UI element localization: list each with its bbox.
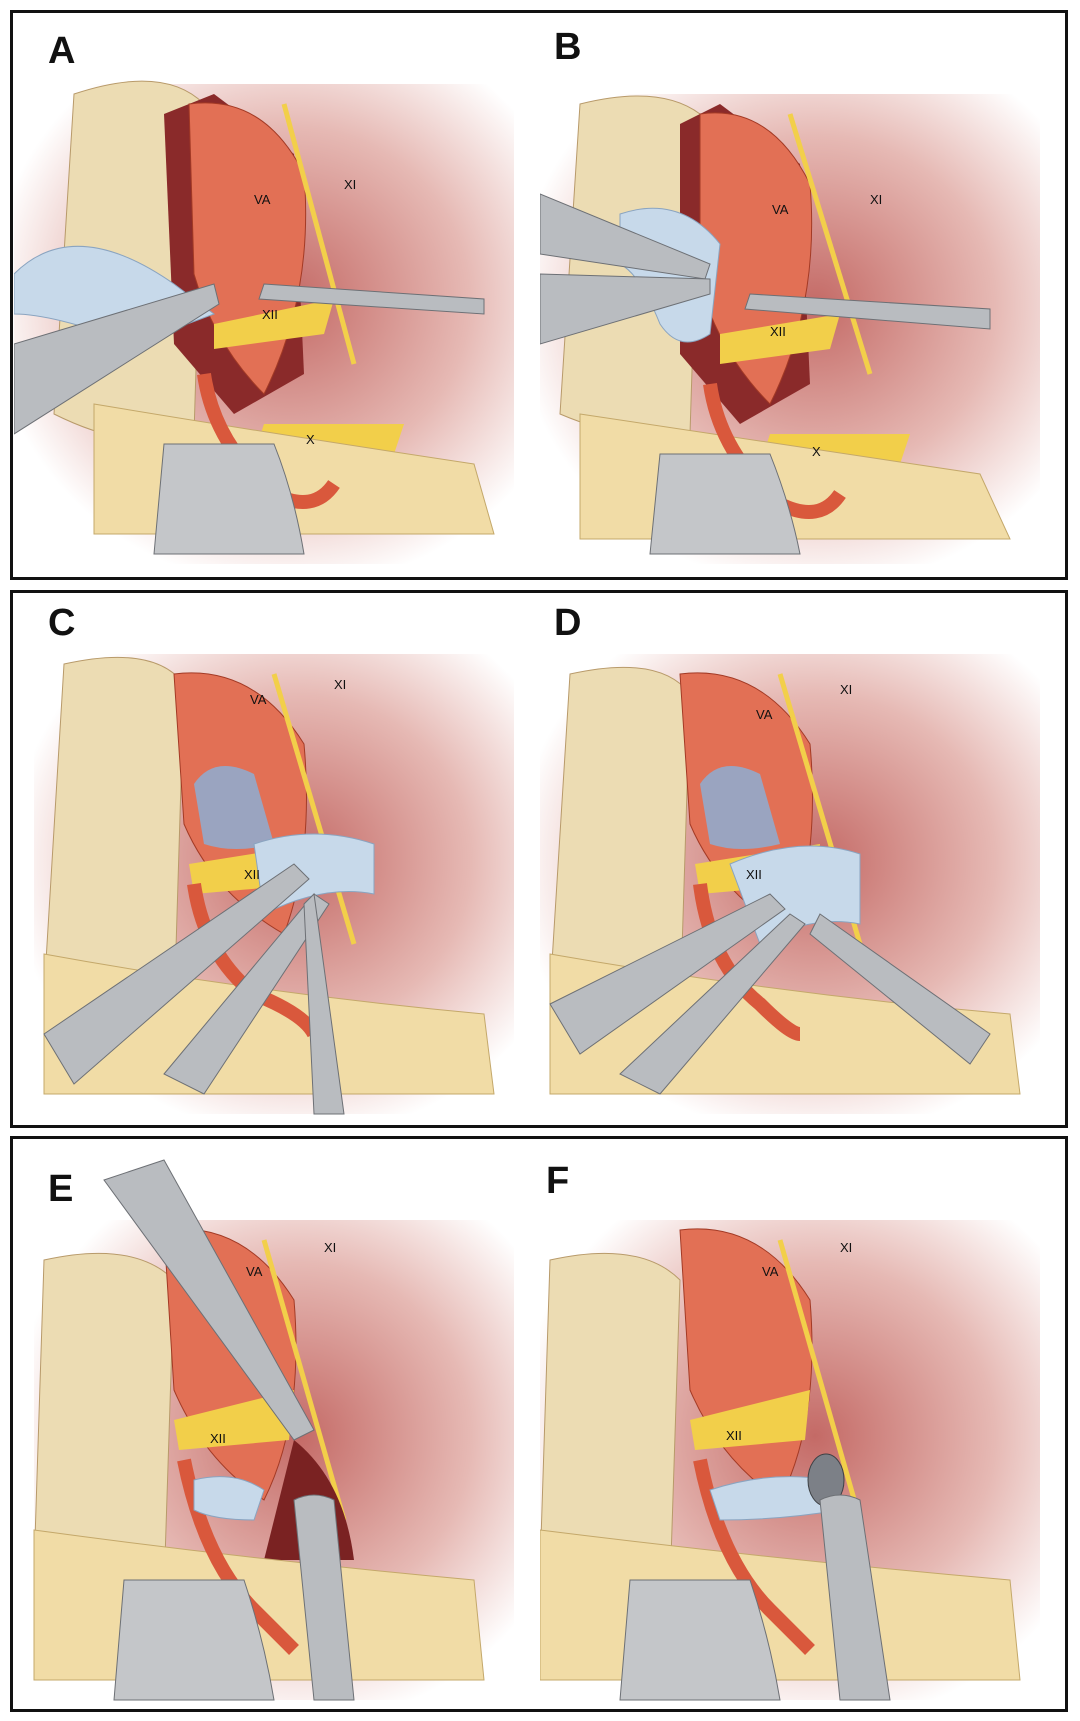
label-xii: XII: [770, 324, 786, 339]
label-va: VA: [250, 692, 267, 707]
panel-letter-e: E: [48, 1168, 74, 1210]
label-xii: XII: [244, 867, 260, 882]
accessory-nerve: [777, 1239, 863, 1521]
accessory-nerve: [271, 673, 357, 945]
surgical-illustration-b: VA XI XII X: [540, 94, 1040, 564]
pica-loop: [693, 1458, 815, 1655]
hypoglossal-nerve: [690, 1390, 810, 1450]
panel-a: A VA XI XII X: [14, 14, 534, 574]
retractor-bottom: [649, 453, 801, 555]
accessory-nerve: [261, 1239, 347, 1521]
label-xi: XI: [344, 177, 356, 192]
forceps-middle: [619, 913, 806, 1095]
surgical-illustration-c: VA XI XII: [34, 654, 514, 1115]
surgical-illustration-d: VA XI XII: [540, 654, 1040, 1114]
forceps-left: [14, 283, 220, 435]
label-xi: XI: [870, 192, 882, 207]
accessory-nerve: [787, 113, 873, 375]
retractor-right: [258, 283, 485, 315]
hypoglossal-nerve: [174, 1390, 294, 1450]
label-va: VA: [762, 1264, 779, 1279]
pica-loop: [693, 883, 802, 1041]
label-va: VA: [756, 707, 773, 722]
label-xii: XII: [210, 1431, 226, 1446]
panel-letter-a: A: [48, 30, 76, 72]
panel-b: B VA XI XII X: [540, 14, 1060, 574]
panel-d: D VA XI XII: [540, 594, 1060, 1124]
panel-letter-b: B: [554, 26, 582, 68]
bipolar-forceps: [103, 1159, 315, 1441]
label-xii: XII: [746, 867, 762, 882]
label-xii: XII: [726, 1428, 742, 1443]
label-va: VA: [246, 1264, 263, 1279]
label-xii: XII: [262, 307, 278, 322]
accessory-nerve: [281, 103, 357, 365]
label-x: X: [306, 432, 315, 447]
surgical-illustration-f: VA XI XII: [540, 1220, 1040, 1701]
forceps-left: [43, 863, 310, 1085]
retractor-bottom: [113, 1579, 275, 1701]
retractor-right: [744, 293, 991, 330]
panel-e: E VA XI XII: [14, 1140, 534, 1708]
retractor-bottom: [153, 443, 305, 555]
gauze: [193, 1476, 265, 1521]
forceps-left: [549, 893, 786, 1055]
label-va: VA: [772, 202, 789, 217]
clip-applier: [819, 1494, 891, 1701]
label-xi: XI: [324, 1240, 336, 1255]
label-va: VA: [254, 192, 271, 207]
panel-letter-c: C: [48, 602, 76, 644]
label-x: X: [812, 444, 821, 459]
forceps-right: [809, 913, 991, 1065]
dura-window: [700, 766, 780, 849]
panel-letter-f: F: [546, 1160, 570, 1202]
panel-c: C VA XI XII: [14, 594, 534, 1124]
forceps-lower: [540, 273, 711, 345]
dura-window: [194, 766, 274, 849]
forceps-middle: [163, 893, 330, 1095]
panel-letter-d: D: [554, 602, 582, 644]
panel-f: F VA XI XII: [540, 1140, 1060, 1708]
surgical-illustration-e: VA XI XII: [33, 1159, 514, 1701]
label-xi: XI: [334, 677, 346, 692]
retractor-bottom: [619, 1579, 781, 1701]
label-xi: XI: [840, 1240, 852, 1255]
surgical-illustration-a: VA XI XII X: [14, 80, 514, 564]
label-xi: XI: [840, 682, 852, 697]
clip-applier: [293, 1494, 355, 1701]
forceps-right: [303, 892, 345, 1115]
hypoglossal-nerve: [214, 299, 334, 349]
hypoglossal-nerve: [720, 314, 840, 364]
